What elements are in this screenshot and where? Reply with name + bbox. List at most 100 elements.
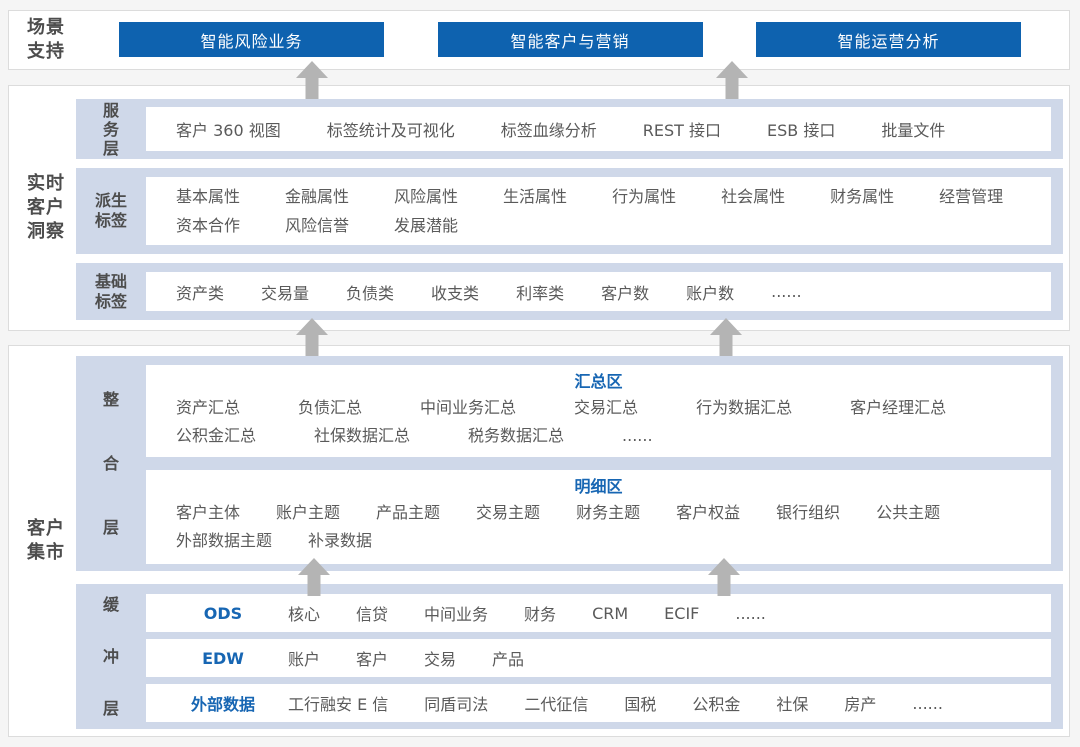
up-arrow-icon [708,558,740,596]
external-data-items: 工行融安 E 信 同盾司法 二代征信 国税 公积金 社保 房产...... [288,691,943,715]
detail-item: 客户权益 [676,503,741,522]
external-data-title: 外部数据 [190,695,255,714]
summary-items-line2: 公积金汇总社保数据汇总税务数据汇总...... [146,422,1051,450]
edw-row: EDW 账户客户交易产品 [146,639,1051,677]
customer-mart-label: 客户集市 [27,518,65,563]
ods-item: ...... [735,603,766,623]
summary-item: 负债汇总 [298,398,363,417]
detail-items-line1: 客户主体 账户主题 产品主题 交易主题 财务主题 客户权益 银行组织 公共主题 [146,499,1051,527]
summary-item: 交易汇总 [574,398,639,417]
summary-item: 税务数据汇总 [468,426,565,445]
ods-item: 信贷 [356,605,389,624]
service-item: 批量文件 [881,121,946,140]
basic-tags-box: 资产类交易量负债类收支类利率类客户数账户数...... [146,272,1051,311]
derived-tags-box: 基本属性金融属性风险属性生活属性行为属性社会属性财务属性经营管理 资本合作风险信… [146,177,1051,245]
basic-item: 利率类 [516,283,565,303]
realtime-insight-label: 实时客户洞察 [27,173,65,242]
detail-item: 银行组织 [776,503,841,522]
derived-item: 生活属性 [503,187,568,206]
integration-layer-band: 整合层 汇总区 资产汇总 负债汇总 中间业务汇总 交易汇总 行为数据汇总 客户经理汇总 公… [76,356,1063,571]
detail-item: 客户主体 [176,503,241,522]
basic-item: 收支类 [431,283,480,303]
detail-item: 产品主题 [376,503,441,522]
edw-items: 账户客户交易产品 [288,646,524,670]
scene-support-label: 场景支持 [27,17,65,62]
derived-tags-label: 派生标签 [94,191,127,230]
scene-support-button: 智能运营分析 [756,22,1021,57]
derived-item: 风险信誉 [285,216,350,235]
external-data-item: 公积金 [692,695,741,714]
derived-tags-band: 派生标签 基本属性金融属性风险属性生活属性行为属性社会属性财务属性经营管理 资本… [76,168,1063,254]
derived-items-line1: 基本属性金融属性风险属性生活属性行为属性社会属性财务属性经营管理 [146,182,1051,211]
basic-items: 资产类交易量负债类收支类利率类客户数账户数...... [146,280,802,304]
ods-item: ECIF [664,603,700,623]
service-item: 客户 360 视图 [176,121,281,140]
derived-item: 资本合作 [176,216,241,235]
detail-zone-box: 明细区 客户主体 账户主题 产品主题 交易主题 财务主题 客户权益 银行组织 公共主题 外部数… [146,470,1051,564]
service-items: 客户 360 视图 标签统计及可视化 标签血缘分析 REST 接口 ESB 接口 批量文件 [146,117,945,141]
basic-item: 账户数 [686,283,735,303]
edw-item: 产品 [492,650,525,669]
external-data-item: 同盾司法 [424,695,489,714]
ods-item: CRM [592,603,629,623]
scene-support-button: 智能客户与营销 [437,22,703,57]
derived-item: 发展潜能 [394,216,459,235]
detail-item: 财务主题 [576,503,641,522]
detail-item: 补录数据 [308,531,373,550]
detail-zone-title: 明细区 [574,477,623,496]
up-arrow-icon [716,61,748,99]
detail-items-line2: 外部数据主题补录数据 [146,527,1051,555]
summary-zone-box: 汇总区 资产汇总 负债汇总 中间业务汇总 交易汇总 行为数据汇总 客户经理汇总 公积金汇总… [146,365,1051,457]
summary-item: 中间业务汇总 [420,398,517,417]
service-item: 标签统计及可视化 [326,121,455,140]
buffer-layer-label: 缓冲层 [102,594,119,718]
derived-item: 财务属性 [830,187,895,206]
derived-item: 基本属性 [176,187,241,206]
summary-item: 资产汇总 [176,398,241,417]
service-item: REST 接口 [642,121,721,140]
basic-item: ...... [771,282,802,301]
external-data-item: 房产 [844,695,877,714]
summary-item: 客户经理汇总 [850,398,947,417]
service-item: 标签血缘分析 [500,121,597,140]
external-data-item: 国税 [624,695,657,714]
external-data-item: 社保 [776,695,809,714]
external-data-item: 二代征信 [524,695,589,714]
service-layer-box: 客户 360 视图 标签统计及可视化 标签血缘分析 REST 接口 ESB 接口 批量文件 [146,107,1051,151]
basic-tags-label: 基础标签 [94,271,127,311]
basic-tags-band: 基础标签 资产类交易量负债类收支类利率类客户数账户数...... [76,263,1063,320]
detail-item: 交易主题 [476,503,541,522]
up-arrow-icon [296,61,328,99]
summary-items-line1: 资产汇总 负债汇总 中间业务汇总 交易汇总 行为数据汇总 客户经理汇总 [146,394,1051,422]
up-arrow-icon [298,558,330,596]
detail-item: 公共主题 [876,503,941,522]
basic-item: 客户数 [601,283,650,303]
service-layer-label: 服务层 [102,100,119,158]
service-item: ESB 接口 [767,121,836,140]
realtime-insight-section: 实时客户洞察 服务层 客户 360 视图 标签统计及可视化 标签血缘分析 REST 接… [8,85,1070,331]
service-layer-band: 服务层 客户 360 视图 标签统计及可视化 标签血缘分析 REST 接口 ESB 接口… [76,99,1063,159]
edw-item: 交易 [424,650,457,669]
up-arrow-icon [296,318,328,356]
basic-item: 资产类 [176,283,225,303]
derived-items-line2: 资本合作 风险信誉 发展潜能 [146,211,1051,240]
edw-item: 账户 [288,650,321,669]
derived-item: 风险属性 [394,187,459,206]
up-arrow-icon [710,318,742,356]
basic-item: 负债类 [346,283,395,303]
detail-item: 账户主题 [276,503,341,522]
derived-item: 金融属性 [285,187,350,206]
ods-item: 核心 [288,605,321,624]
scene-support-button: 智能风险业务 [119,22,384,57]
summary-item: ...... [622,426,653,445]
ods-title: ODS [203,603,243,623]
summary-item: 行为数据汇总 [696,398,793,417]
summary-zone-title: 汇总区 [574,372,623,391]
summary-item: 公积金汇总 [176,426,257,445]
external-data-item: ...... [912,693,943,713]
external-data-item: 工行融安 E 信 [288,695,389,714]
ods-item: 财务 [524,605,557,624]
integration-layer-label: 整合层 [102,389,119,537]
